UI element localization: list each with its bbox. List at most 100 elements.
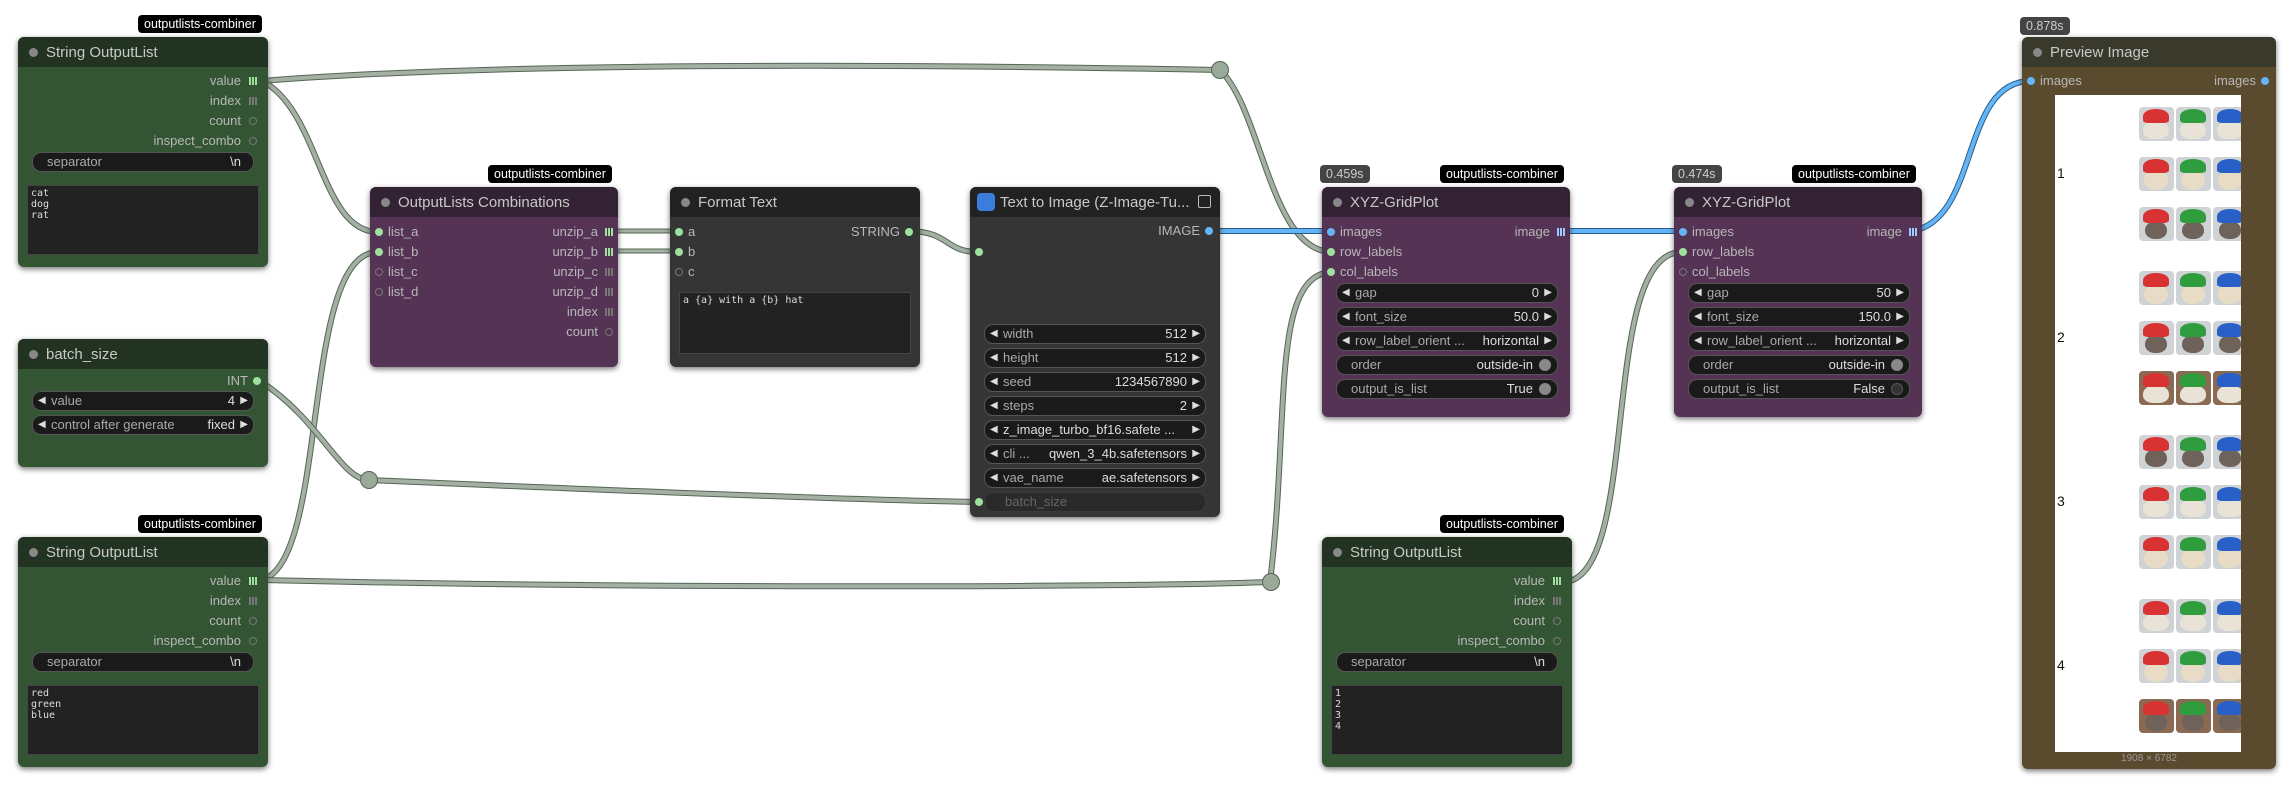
row-label-orient-widget[interactable]: ◀ row_label_orient ... horizontal ▶ <box>1688 331 1910 351</box>
output-int-pin-icon[interactable] <box>253 377 261 385</box>
output-count-pin-icon[interactable] <box>249 617 257 625</box>
output-is-list-toggle[interactable]: output_is_list True <box>1336 379 1558 399</box>
input-a-pin-icon[interactable] <box>675 228 683 236</box>
expand-icon[interactable] <box>1198 195 1211 208</box>
node-header[interactable]: Format Text <box>670 187 920 217</box>
output-unzip-d-pin-icon[interactable] <box>605 288 613 296</box>
toggle-icon[interactable] <box>1539 383 1551 395</box>
decrement-arrow-icon[interactable]: ◀ <box>990 400 998 411</box>
output-images-pin-icon[interactable] <box>2261 77 2269 85</box>
increment-arrow-icon[interactable]: ▶ <box>1544 335 1552 346</box>
decrement-arrow-icon[interactable]: ◀ <box>1342 311 1350 322</box>
node-header[interactable]: XYZ-GridPlot <box>1674 187 1922 217</box>
xyz-gridplot-node-1[interactable]: XYZ-GridPlot images row_labels col_label… <box>1322 187 1570 417</box>
collapse-dot-icon[interactable] <box>681 198 690 207</box>
increment-arrow-icon[interactable]: ▶ <box>1192 376 1200 387</box>
decrement-arrow-icon[interactable]: ◀ <box>990 472 998 483</box>
output-value-pin-icon[interactable] <box>1553 577 1561 585</box>
increment-arrow-icon[interactable]: ▶ <box>1896 287 1904 298</box>
decrement-arrow-icon[interactable]: ◀ <box>38 395 46 406</box>
collapse-dot-icon[interactable] <box>29 548 38 557</box>
decrement-arrow-icon[interactable]: ◀ <box>1694 335 1702 346</box>
reroute-point-left[interactable] <box>360 471 378 489</box>
toggle-icon[interactable] <box>1539 359 1551 371</box>
output-unzip-b-pin-icon[interactable] <box>605 248 613 256</box>
order-toggle[interactable]: order outside-in <box>1688 355 1910 375</box>
seed-widget[interactable]: ◀ seed 1234567890 ▶ <box>984 372 1206 392</box>
output-index-pin-icon[interactable] <box>605 308 613 316</box>
output-inspect-combo-pin-icon[interactable] <box>249 137 257 145</box>
input-images-pin-icon[interactable] <box>1327 228 1335 236</box>
output-image-pin-icon[interactable] <box>1909 228 1917 236</box>
collapse-dot-icon[interactable] <box>2033 48 2042 57</box>
batch-size-input-widget[interactable]: batch_size <box>984 492 1206 512</box>
input-images-pin-icon[interactable] <box>1679 228 1687 236</box>
input-list-a-pin-icon[interactable] <box>375 228 383 236</box>
collapse-dot-icon[interactable] <box>1333 198 1342 207</box>
input-col-labels-pin-icon[interactable] <box>1679 268 1687 276</box>
output-unzip-c-pin-icon[interactable] <box>605 268 613 276</box>
node-header[interactable]: OutputLists Combinations <box>370 187 618 217</box>
unet-name-widget[interactable]: ◀ z_image_turbo_bf16.safete ... ▶ <box>984 420 1206 440</box>
list-text-area[interactable]: 1 2 3 4 <box>1331 685 1563 755</box>
node-header[interactable]: String OutputList <box>18 537 268 567</box>
width-widget[interactable]: ◀ width 512 ▶ <box>984 324 1206 344</box>
string-outputlist-node-2[interactable]: String OutputList value index count insp… <box>18 537 268 767</box>
input-b-pin-icon[interactable] <box>675 248 683 256</box>
decrement-arrow-icon[interactable]: ◀ <box>990 448 998 459</box>
reroute-point-bottom[interactable] <box>1262 573 1280 591</box>
separator-widget[interactable]: separator \n <box>1336 652 1558 672</box>
input-c-pin-icon[interactable] <box>675 268 683 276</box>
increment-arrow-icon[interactable]: ▶ <box>1192 328 1200 339</box>
format-text-area[interactable]: a {a} with a {b} hat <box>679 292 911 354</box>
collapse-dot-icon[interactable] <box>29 48 38 57</box>
node-header[interactable]: String OutputList <box>1322 537 1572 567</box>
string-outputlist-node-3[interactable]: String OutputList value index count insp… <box>1322 537 1572 767</box>
text-to-image-node[interactable]: Text to Image (Z-Image-Tu... IMAGE ◀ wid… <box>970 187 1220 517</box>
node-header[interactable]: String OutputList <box>18 37 268 67</box>
clip-name-widget[interactable]: ◀ cli ... qwen_3_4b.safetensors ▶ <box>984 444 1206 464</box>
decrement-arrow-icon[interactable]: ◀ <box>990 328 998 339</box>
reroute-point-top[interactable] <box>1211 61 1229 79</box>
decrement-arrow-icon[interactable]: ◀ <box>990 376 998 387</box>
decrement-arrow-icon[interactable]: ◀ <box>1694 311 1702 322</box>
string-outputlist-node-1[interactable]: String OutputList value index count insp… <box>18 37 268 267</box>
output-count-pin-icon[interactable] <box>249 117 257 125</box>
increment-arrow-icon[interactable]: ▶ <box>1192 400 1200 411</box>
increment-arrow-icon[interactable]: ▶ <box>1896 311 1904 322</box>
batch-size-node[interactable]: batch_size INT ◀ value 4 ▶ ◀ control aft… <box>18 339 268 467</box>
increment-arrow-icon[interactable]: ▶ <box>1544 287 1552 298</box>
output-count-pin-icon[interactable] <box>605 328 613 336</box>
input-list-d-pin-icon[interactable] <box>375 288 383 296</box>
output-value-pin-icon[interactable] <box>249 577 257 585</box>
output-image-pin-icon[interactable] <box>1557 228 1565 236</box>
input-list-b-pin-icon[interactable] <box>375 248 383 256</box>
gap-widget[interactable]: ◀ gap 0 ▶ <box>1336 283 1558 303</box>
decrement-arrow-icon[interactable]: ◀ <box>38 419 46 430</box>
output-image-pin-icon[interactable] <box>1205 227 1213 235</box>
increment-arrow-icon[interactable]: ▶ <box>1192 448 1200 459</box>
node-header[interactable]: Preview Image <box>2022 37 2276 67</box>
output-index-pin-icon[interactable] <box>1553 597 1561 605</box>
output-value-pin-icon[interactable] <box>249 77 257 85</box>
increment-arrow-icon[interactable]: ▶ <box>240 419 248 430</box>
output-count-pin-icon[interactable] <box>1553 617 1561 625</box>
font-size-widget[interactable]: ◀ font_size 150.0 ▶ <box>1688 307 1910 327</box>
node-header[interactable]: Text to Image (Z-Image-Tu... <box>970 187 1220 217</box>
increment-arrow-icon[interactable]: ▶ <box>1896 335 1904 346</box>
gap-widget[interactable]: ◀ gap 50 ▶ <box>1688 283 1910 303</box>
collapse-dot-icon[interactable] <box>1685 198 1694 207</box>
input-list-c-pin-icon[interactable] <box>375 268 383 276</box>
input-images-pin-icon[interactable] <box>2027 77 2035 85</box>
format-text-node[interactable]: Format Text a b c STRING a {a} with a {b… <box>670 187 920 367</box>
separator-widget[interactable]: separator \n <box>32 152 254 172</box>
input-col-labels-pin-icon[interactable] <box>1327 268 1335 276</box>
increment-arrow-icon[interactable]: ▶ <box>1192 424 1200 435</box>
decrement-arrow-icon[interactable]: ◀ <box>1694 287 1702 298</box>
increment-arrow-icon[interactable]: ▶ <box>1544 311 1552 322</box>
collapse-dot-icon[interactable] <box>381 198 390 207</box>
collapse-dot-icon[interactable] <box>29 350 38 359</box>
node-header[interactable]: batch_size <box>18 339 268 369</box>
